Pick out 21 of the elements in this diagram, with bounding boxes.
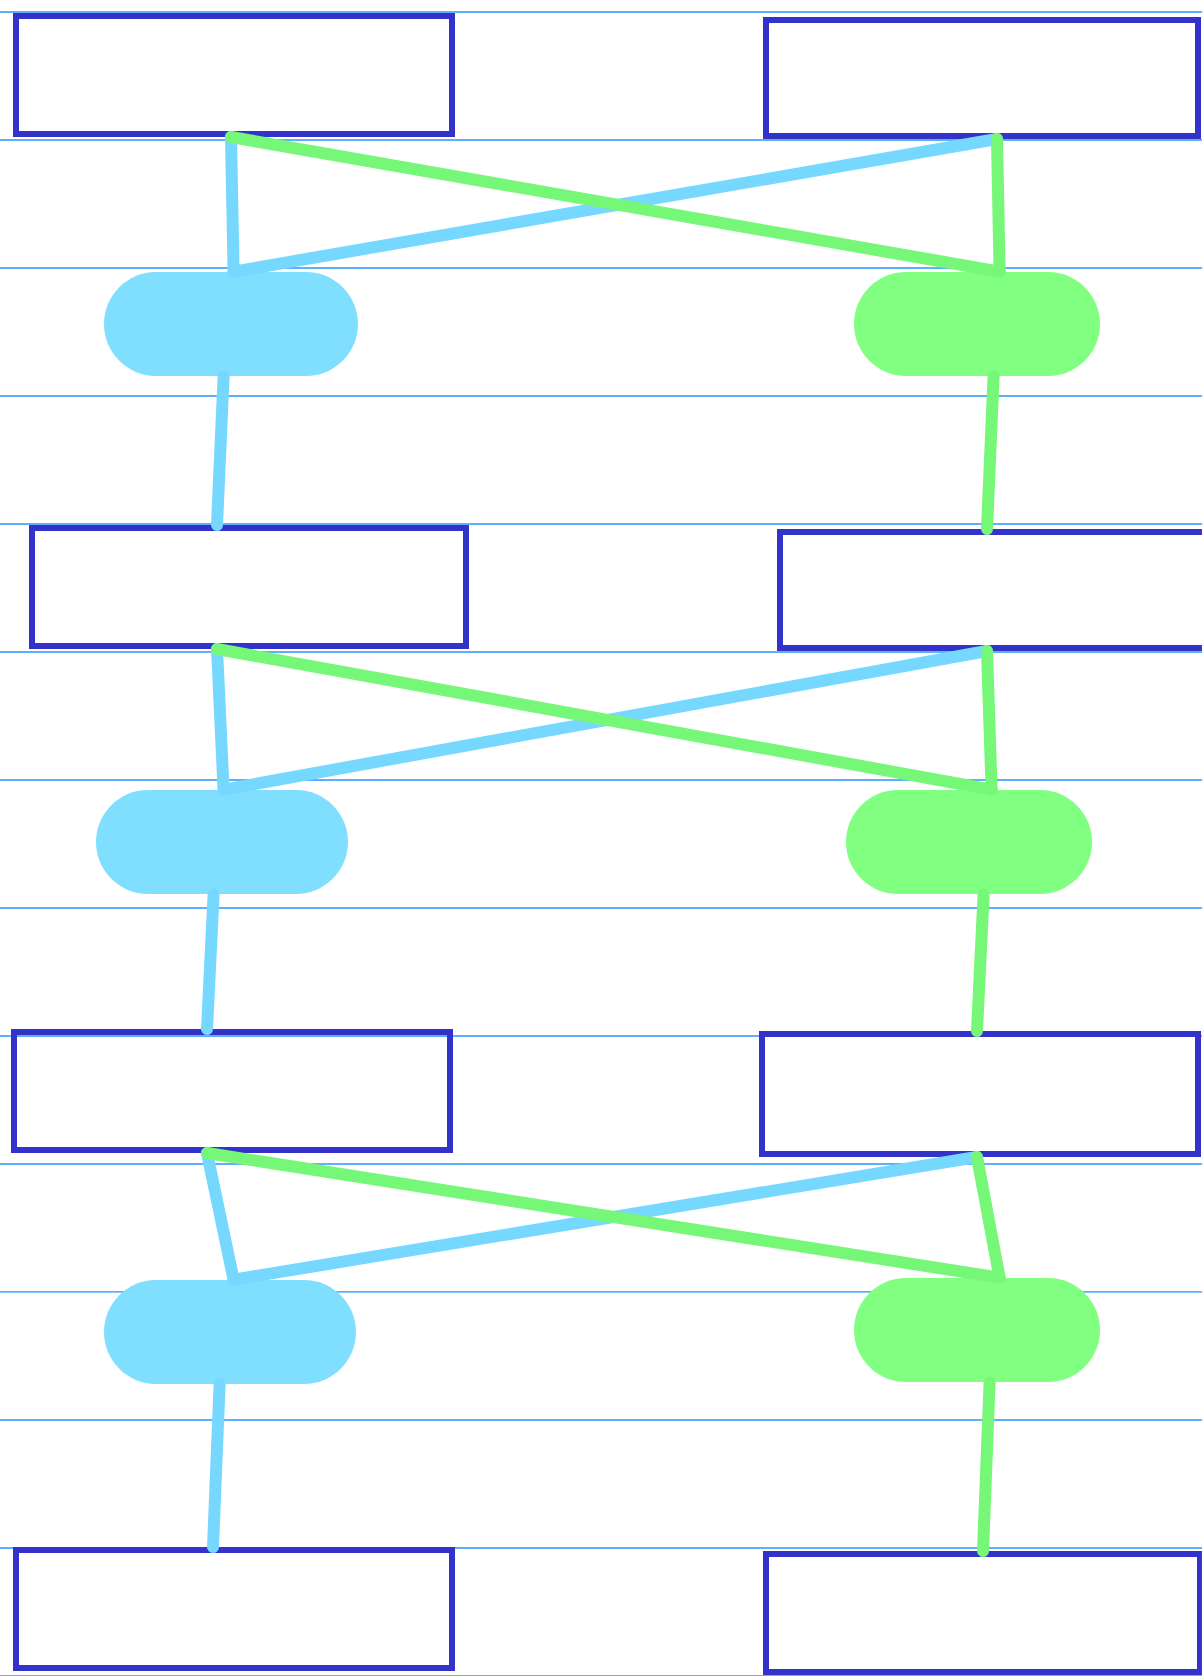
rectangle-box [13,1547,455,1671]
pill-shape [96,790,348,894]
connector-line [201,888,220,1035]
connector-line [971,888,990,1037]
connector-line [211,370,230,531]
rectangle-box [759,1031,1201,1157]
pill-shape [854,1278,1100,1382]
connector-line [981,370,1000,535]
connector-line [971,1151,1006,1284]
rectangle-box [13,13,455,137]
pill-shape [104,1280,356,1384]
connector-line [991,133,1006,278]
connector-line [981,645,998,796]
rectangle-box [11,1029,453,1153]
pill-shape [854,272,1100,376]
pill-shape [104,272,358,376]
connector-line [977,1376,996,1557]
rectangle-box [763,17,1201,139]
rectangle-box [29,525,469,649]
connector-line [207,1378,226,1553]
pill-shape [846,790,1092,894]
